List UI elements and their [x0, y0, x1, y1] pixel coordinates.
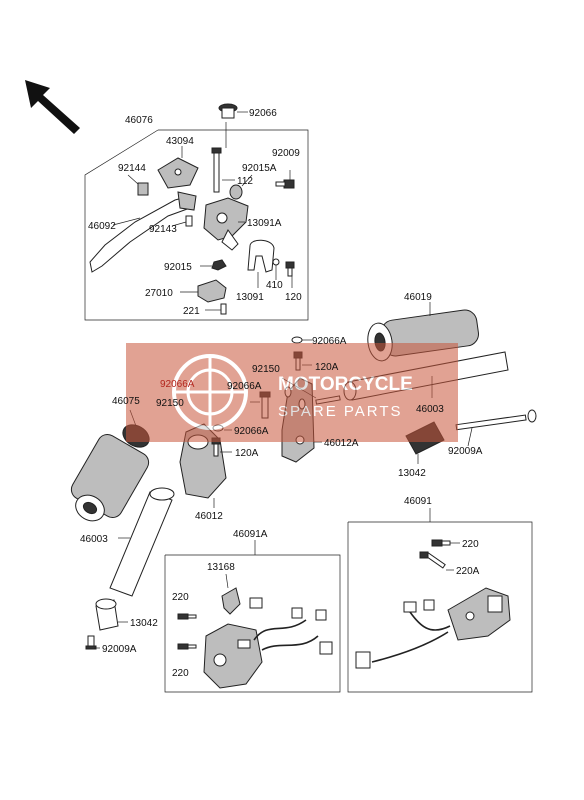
label-120A-2: 120A — [235, 448, 259, 459]
part-220-screw-right — [431, 539, 460, 547]
label-46075: 46075 — [112, 396, 140, 407]
label-92009A-1: 92009A — [448, 446, 483, 457]
label-92066A-2: 92066A — [160, 379, 195, 390]
label-46092: 46092 — [88, 221, 116, 232]
part-46092-lever — [89, 191, 197, 273]
part-92066 — [218, 103, 248, 119]
part-13091A — [203, 197, 249, 251]
part-92009A-left — [85, 635, 100, 650]
part-27010 — [180, 279, 227, 303]
label-13091A: 13091A — [247, 218, 282, 229]
left-switch-housing — [203, 623, 263, 689]
label-13042-1: 13042 — [398, 468, 426, 479]
part-112 — [211, 147, 235, 193]
left-switch-wiring — [249, 597, 333, 655]
direction-arrow-icon — [25, 80, 80, 134]
right-switch-wiring — [355, 599, 451, 669]
part-221 — [205, 303, 227, 315]
watermark-line1: MOTORCYCLE — [278, 374, 413, 395]
part-92144 — [127, 174, 149, 196]
switch-box-46091 — [347, 508, 533, 693]
label-92143: 92143 — [149, 224, 177, 235]
part-43094 — [157, 146, 199, 189]
label-92015A: 92015A — [242, 163, 277, 174]
label-92144: 92144 — [118, 163, 146, 174]
part-220A-screw — [419, 551, 454, 571]
label-92066A-4: 92066A — [234, 426, 269, 437]
part-410 — [272, 258, 280, 280]
label-112: 112 — [237, 176, 253, 187]
label-92150-1: 92150 — [252, 364, 280, 375]
label-46091A: 46091A — [233, 529, 268, 540]
label-43094: 43094 — [166, 136, 194, 147]
label-410: 410 — [266, 280, 283, 291]
label-46003-1: 46003 — [416, 404, 444, 415]
label-92009: 92009 — [272, 148, 300, 159]
label-46019: 46019 — [404, 292, 432, 303]
label-220-1: 220 — [462, 539, 479, 550]
label-92150-2: 92150 — [156, 398, 184, 409]
label-27010: 27010 — [145, 288, 173, 299]
brake-lever-box — [84, 103, 309, 321]
part-13091 — [247, 239, 275, 288]
part-13168 — [221, 573, 241, 615]
part-92066A-1 — [291, 336, 312, 344]
label-46012A: 46012A — [324, 438, 359, 449]
watermark: MOTORCYCLE SPARE PARTS — [126, 343, 458, 442]
label-92015: 92015 — [164, 262, 192, 273]
part-92009A-right — [455, 409, 537, 447]
part-92015A — [229, 174, 253, 200]
label-13091: 13091 — [236, 292, 264, 303]
part-92015 — [200, 259, 227, 271]
label-92066A-3: 92066A — [227, 381, 262, 392]
label-92009A-2: 92009A — [102, 644, 137, 655]
label-13168: 13168 — [207, 562, 235, 573]
right-switch-housing — [447, 587, 511, 641]
watermark-logo-icon — [172, 354, 248, 430]
part-46003-bar — [109, 487, 175, 597]
label-220-3: 220 — [172, 668, 189, 679]
part-labels: 46076 92066 43094 92009 92144 92015A 112… — [80, 108, 483, 679]
label-46003-2: 46003 — [80, 534, 108, 545]
part-13042-left — [95, 598, 128, 631]
part-120-top — [285, 261, 295, 288]
label-220A: 220A — [456, 566, 480, 577]
watermark-line2: SPARE PARTS — [278, 403, 403, 420]
label-46012: 46012 — [195, 511, 223, 522]
label-46091: 46091 — [404, 496, 432, 507]
label-221: 221 — [183, 306, 200, 317]
label-120-top: 120 — [285, 292, 302, 303]
label-220-2: 220 — [172, 592, 189, 603]
part-92009 — [275, 170, 295, 189]
label-92066: 92066 — [249, 108, 277, 119]
label-46076: 46076 — [125, 115, 153, 126]
switch-box-46091A — [164, 540, 341, 693]
part-92143 — [171, 215, 193, 227]
label-120A-1: 120A — [315, 362, 339, 373]
label-13042-2: 13042 — [130, 618, 158, 629]
part-220-screws-left — [177, 613, 197, 650]
label-92066A-1: 92066A — [312, 336, 347, 347]
